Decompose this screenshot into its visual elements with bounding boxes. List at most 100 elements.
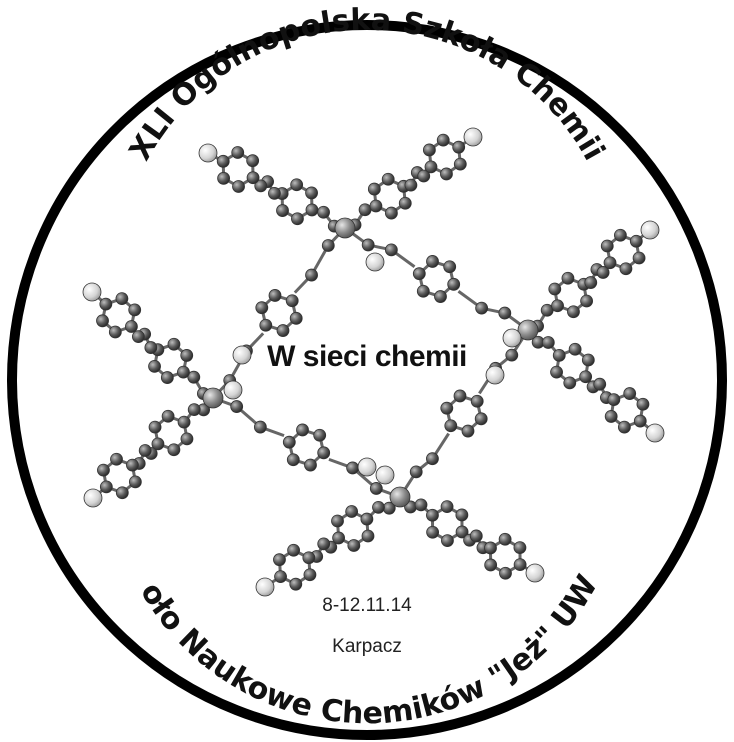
hydrogen-atom — [198, 143, 218, 163]
atom — [474, 412, 488, 426]
atom — [367, 182, 381, 196]
atom — [274, 570, 287, 584]
atom — [358, 203, 372, 217]
hydrogen-atom — [485, 365, 505, 385]
atom — [604, 410, 618, 423]
atom — [579, 370, 593, 384]
hydrogen-atom — [525, 563, 545, 583]
atom — [440, 401, 454, 415]
atom — [332, 531, 346, 545]
event-dates: 8-12.11.14 — [322, 595, 412, 616]
atom — [230, 400, 244, 413]
hydrogen-atom — [255, 577, 275, 597]
atom — [385, 206, 398, 220]
hydrogen-atom — [375, 465, 395, 485]
molecule-network — [82, 127, 665, 597]
atom — [331, 514, 344, 528]
hydrogen-atom — [463, 127, 483, 147]
atom — [161, 409, 175, 423]
atom — [424, 160, 438, 174]
atom — [97, 463, 110, 477]
atom — [317, 446, 331, 460]
atom — [276, 324, 290, 337]
atom — [259, 318, 273, 332]
atom — [484, 558, 498, 572]
atom — [372, 500, 385, 514]
atom — [273, 553, 286, 567]
atom — [126, 458, 139, 472]
atom — [131, 330, 145, 344]
atom — [108, 325, 122, 339]
atom — [452, 140, 466, 154]
atom — [148, 420, 162, 434]
hydrogen-atom — [640, 220, 660, 240]
atom — [434, 290, 447, 303]
hydrogen-atom — [83, 488, 103, 508]
atom — [584, 276, 598, 289]
outer-ring — [7, 20, 727, 740]
atom — [361, 529, 375, 543]
center-title: W sieci chemii — [0, 340, 734, 374]
atom — [552, 348, 566, 362]
atom — [447, 277, 461, 291]
atom — [246, 171, 260, 185]
atom — [426, 508, 439, 522]
atom — [138, 444, 152, 457]
atom — [417, 169, 431, 183]
atom — [498, 306, 512, 320]
atom — [369, 482, 383, 495]
atom — [305, 203, 319, 217]
atom — [289, 311, 303, 325]
atom — [484, 541, 497, 555]
atom — [441, 534, 454, 547]
atom — [453, 157, 467, 171]
atom — [381, 172, 395, 186]
hydrogen-atom — [502, 328, 522, 348]
atom — [422, 143, 436, 157]
atom — [623, 387, 637, 400]
atom — [567, 305, 580, 319]
atom — [321, 239, 335, 252]
atom — [619, 262, 633, 276]
atom — [404, 178, 418, 192]
atom — [443, 260, 457, 274]
silicon-atom — [389, 486, 411, 508]
atom — [550, 365, 563, 379]
atom — [216, 154, 230, 168]
atom — [513, 558, 527, 572]
atom — [629, 234, 643, 248]
atom — [440, 167, 453, 181]
atom — [505, 348, 519, 362]
atom — [633, 414, 647, 428]
atom — [302, 551, 316, 565]
hydrogen-atom — [82, 282, 102, 302]
atom — [409, 465, 423, 479]
atom — [148, 359, 161, 373]
atom — [455, 508, 469, 522]
atom — [317, 537, 331, 551]
atom — [416, 284, 430, 298]
atom — [636, 397, 650, 411]
atom — [548, 282, 562, 296]
atom — [617, 420, 631, 434]
atom — [596, 266, 610, 279]
atom — [317, 205, 330, 219]
atom — [398, 196, 412, 210]
atom — [177, 415, 191, 429]
atom — [187, 370, 201, 384]
atom — [128, 475, 142, 489]
atom — [254, 179, 268, 193]
atom — [593, 377, 607, 391]
atom — [268, 186, 281, 200]
atom — [177, 365, 190, 379]
silicon-atom — [517, 319, 539, 341]
atom — [282, 435, 296, 449]
atom — [513, 541, 527, 555]
atom — [345, 505, 359, 518]
atom — [568, 342, 582, 356]
atom — [313, 428, 327, 442]
atom — [187, 403, 201, 417]
atom — [470, 394, 484, 408]
atom — [600, 239, 614, 253]
